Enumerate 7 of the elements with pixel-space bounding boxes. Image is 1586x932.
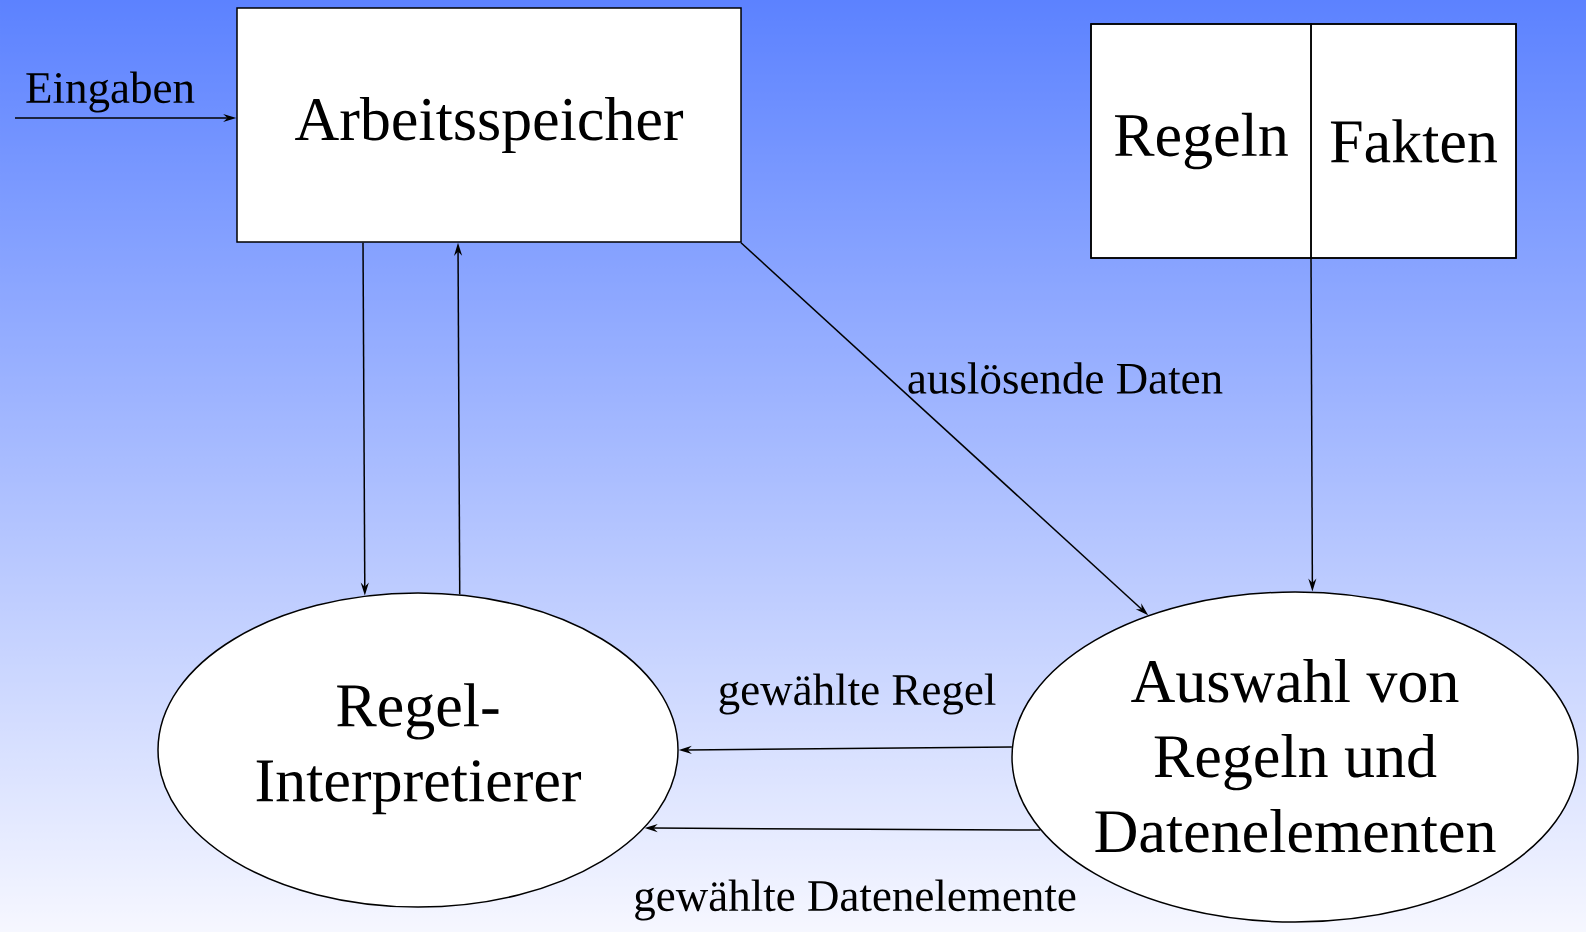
edge-label: Eingaben — [26, 71, 195, 113]
memory-box: Arbeitsspeicher — [236, 7, 742, 243]
facts-box: Fakten — [1310, 23, 1517, 259]
store-box — [1090, 23, 1517, 259]
edge-label: auslösende Daten — [908, 362, 1223, 394]
edge-label: gewählte Regel — [719, 673, 996, 715]
rules-box: Regeln — [1090, 23, 1312, 259]
